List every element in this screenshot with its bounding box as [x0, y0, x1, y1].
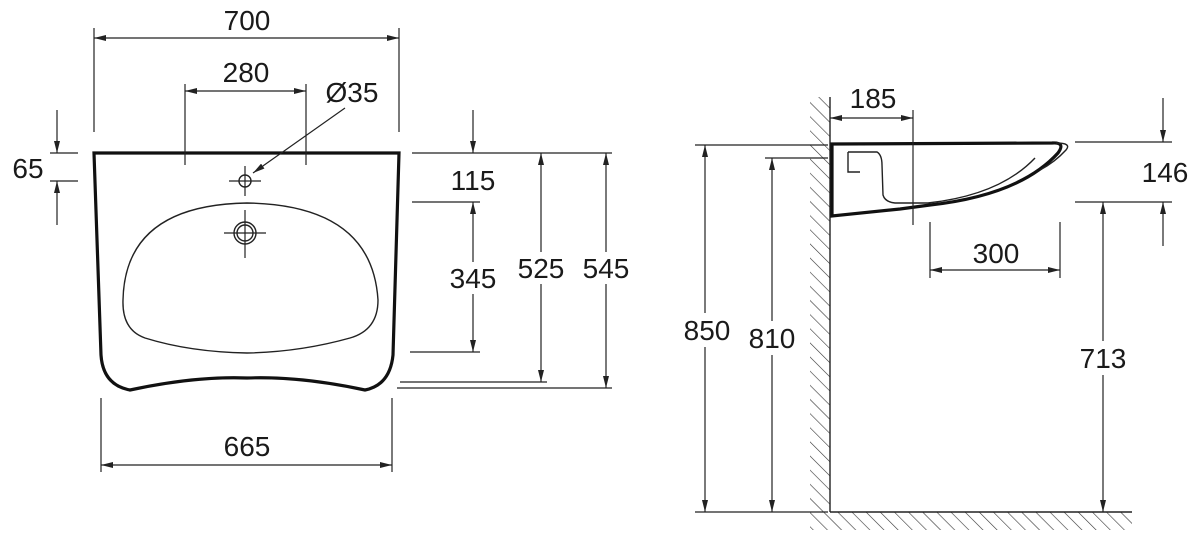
dim-tap-hole-spacing: 280	[184, 57, 307, 165]
dim-projection-center: 525	[516, 153, 566, 382]
basin-side-outline	[830, 141, 1063, 218]
dim-label: 545	[583, 253, 630, 284]
drain-icon	[224, 210, 266, 258]
side-view: 185 850 810 146 30	[680, 83, 1188, 530]
floor-hatch	[810, 512, 1132, 530]
dim-label: 115	[451, 165, 496, 196]
dim-basin-thickness: 146	[1075, 98, 1188, 246]
dim-label: Ø35	[326, 77, 379, 108]
dim-label: 525	[518, 253, 565, 284]
wall-hatch	[810, 97, 830, 512]
dim-label: 280	[223, 57, 270, 88]
dim-label: 850	[684, 315, 731, 346]
dim-label: 65	[12, 153, 43, 184]
dim-wall-to-drain: 185	[830, 83, 914, 225]
dim-top-to-tap-hole: 65	[12, 110, 78, 225]
bowl-outline	[122, 202, 379, 354]
dim-label: 146	[1142, 157, 1189, 188]
dim-label: 300	[973, 238, 1020, 269]
dim-top-to-bowl: 115	[451, 110, 496, 196]
dim-overall-projection: 545	[581, 153, 631, 388]
dim-label: 185	[850, 83, 897, 114]
front-view: 700 280 Ø35 65 115	[12, 5, 631, 472]
dim-bottom-width: 665	[100, 398, 393, 472]
bowl-side-profile	[848, 151, 1036, 204]
tap-hole-icon	[229, 166, 261, 196]
basin-outline	[92, 151, 401, 392]
dim-overall-width: 700	[93, 5, 400, 132]
dim-label: 810	[749, 323, 796, 354]
dim-label: 700	[224, 5, 271, 36]
dim-underside-height: 713	[1077, 202, 1129, 512]
dim-tap-hole-diameter: Ø35	[252, 77, 379, 174]
dim-label: 665	[224, 431, 271, 462]
dim-bowl-depth: 345	[448, 202, 498, 352]
dim-knee-clearance-depth: 300	[929, 222, 1061, 278]
dim-rim-height: 850	[680, 144, 828, 513]
dim-label: 713	[1080, 343, 1127, 374]
dim-tap-height: 810	[746, 157, 828, 512]
dim-label: 345	[450, 263, 497, 294]
